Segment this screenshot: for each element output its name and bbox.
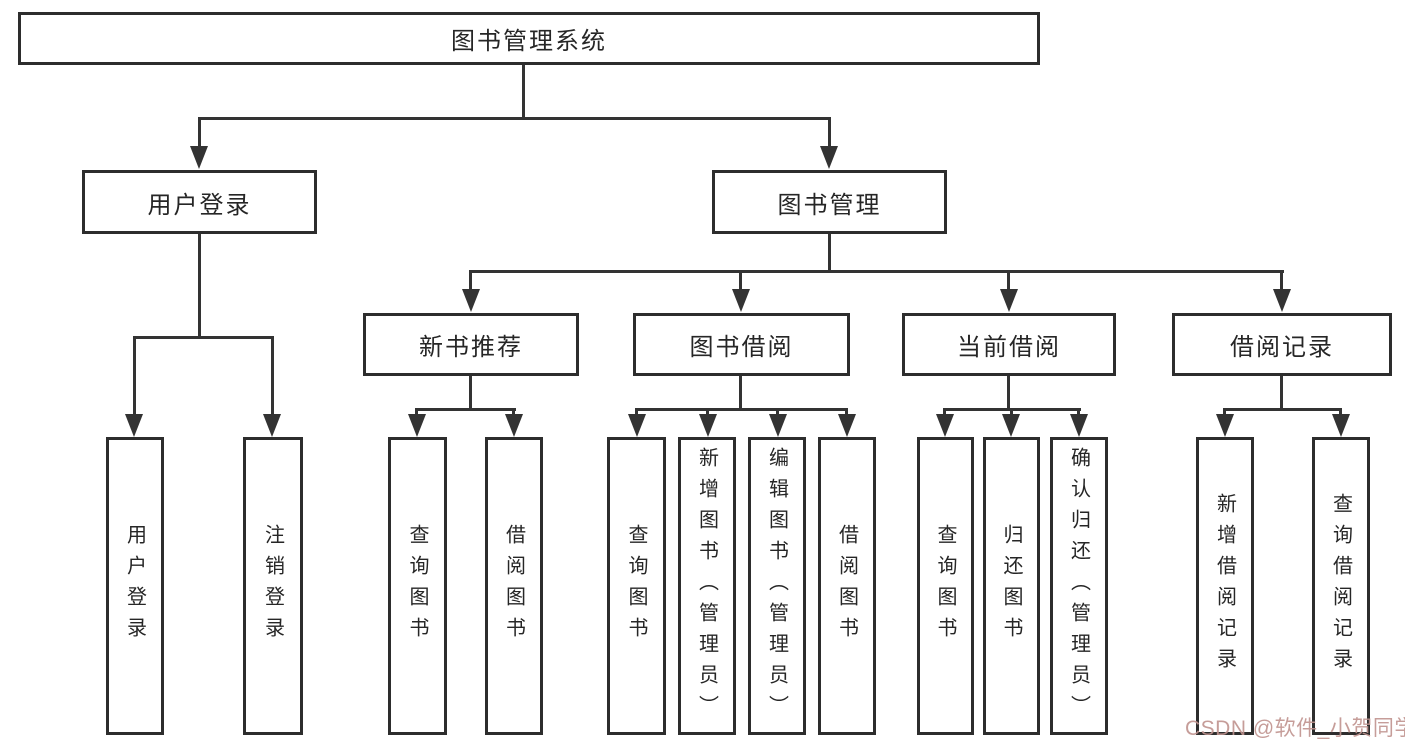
connector-stem-leaf [1223, 408, 1226, 418]
arrowhead-down-icon [263, 414, 281, 437]
arrowhead-down-icon [628, 414, 646, 437]
arrowhead-down-icon [125, 414, 143, 437]
connector-stem-leaf [415, 408, 418, 418]
leaf-newbook-borrow-books: 借阅图书 [485, 437, 543, 735]
leaf-borrow-add-books-admin-label: 新增图书（管理员） [695, 446, 718, 726]
arrowhead-down-icon [699, 414, 717, 437]
arrowhead-down-icon [936, 414, 954, 437]
node-book-borrow: 图书借阅 [633, 313, 850, 376]
connector-user-login-stem [198, 234, 201, 336]
connector-stem-book-management [828, 117, 831, 150]
leaf-borrow-query-books-label: 查询图书 [625, 524, 647, 648]
connector-new-book-bar [416, 408, 516, 411]
connector-stem-leaf [1010, 408, 1013, 418]
arrowhead-down-icon [1070, 414, 1088, 437]
connector-borrow-record-stem [1280, 376, 1283, 408]
leaf-newbook-query-books-label: 查询图书 [406, 524, 428, 648]
arrowhead-down-icon [190, 146, 208, 169]
arrowhead-down-icon [732, 289, 750, 312]
leaf-current-query-books-label: 查询图书 [934, 524, 956, 648]
leaf-borrow-borrow-books: 借阅图书 [818, 437, 876, 735]
leaf-newbook-borrow-books-label: 借阅图书 [502, 524, 525, 648]
leaf-record-query-borrow-record-label: 查询借阅记录 [1329, 493, 1352, 679]
connector-stem-leaf [271, 336, 274, 416]
connector-book-borrow-bar [636, 408, 848, 411]
node-book-borrow-label: 图书借阅 [689, 334, 794, 361]
arrowhead-down-icon [1002, 414, 1020, 437]
connector-stem-leaf [512, 408, 515, 418]
connector-stem-module [739, 270, 742, 292]
connector-book-management-bar [470, 270, 1284, 273]
arrowhead-down-icon [1216, 414, 1234, 437]
node-borrow-record-label: 借阅记录 [1230, 334, 1334, 361]
arrowhead-down-icon [408, 414, 426, 437]
leaf-borrow-edit-books-admin-label: 编辑图书（管理员） [765, 446, 788, 726]
leaf-newbook-query-books: 查询图书 [388, 437, 447, 735]
connector-root-bar [198, 117, 830, 120]
connector-book-management-stem [828, 234, 831, 270]
node-book-management-label: 图书管理 [777, 191, 882, 219]
leaf-current-query-books: 查询图书 [917, 437, 974, 735]
csdn-watermark: CSDN @软件_小贺同学 [1185, 717, 1405, 740]
node-new-book-recommend: 新书推荐 [363, 313, 579, 376]
leaf-borrow-borrow-books-label: 借阅图书 [835, 524, 858, 648]
connector-new-book-stem [469, 376, 472, 408]
arrowhead-down-icon [462, 289, 480, 312]
node-book-management: 图书管理 [712, 170, 947, 234]
connector-stem-leaf [1339, 408, 1342, 418]
connector-borrow-record-bar [1224, 408, 1342, 411]
connector-user-login-bar [133, 336, 274, 339]
node-current-borrow-label: 当前借阅 [957, 334, 1061, 361]
arrowhead-down-icon [1332, 414, 1350, 437]
connector-stem-user-login [198, 117, 201, 150]
connector-stem-leaf [706, 408, 709, 418]
leaf-current-return-books-label: 归还图书 [1000, 524, 1022, 648]
leaf-borrow-edit-books-admin: 编辑图书（管理员） [748, 437, 806, 735]
leaf-current-confirm-return-admin: 确认归还（管理员） [1050, 437, 1108, 735]
leaf-borrow-query-books: 查询图书 [607, 437, 666, 735]
leaf-record-query-borrow-record: 查询借阅记录 [1312, 437, 1370, 735]
leaf-user-login: 用户登录 [106, 437, 164, 735]
connector-current-borrow-stem [1007, 376, 1010, 408]
leaf-current-return-books: 归还图书 [983, 437, 1040, 735]
node-user-login: 用户登录 [82, 170, 317, 234]
node-current-borrow: 当前借阅 [902, 313, 1116, 376]
arrowhead-down-icon [838, 414, 856, 437]
arrowhead-down-icon [820, 146, 838, 169]
connector-stem-leaf [943, 408, 946, 418]
leaf-logout-label: 注销登录 [261, 524, 284, 648]
connector-stem-leaf [845, 408, 848, 418]
leaf-logout: 注销登录 [243, 437, 303, 735]
connector-book-borrow-stem [739, 376, 742, 408]
arrowhead-down-icon [1273, 289, 1291, 312]
connector-stem-leaf [1077, 408, 1080, 418]
arrowhead-down-icon [1000, 289, 1018, 312]
connector-stem-leaf [776, 408, 779, 418]
leaf-record-add-borrow-record: 新增借阅记录 [1196, 437, 1254, 735]
arrowhead-down-icon [769, 414, 787, 437]
connector-stem-module [1007, 270, 1010, 292]
connector-stem-leaf [133, 336, 136, 416]
leaf-current-confirm-return-admin-label: 确认归还（管理员） [1067, 446, 1090, 726]
node-root-label: 图书管理系统 [451, 28, 607, 55]
node-user-login-label: 用户登录 [147, 191, 252, 219]
connector-stem-module [469, 270, 472, 292]
node-root: 图书管理系统 [18, 12, 1040, 65]
arrowhead-down-icon [505, 414, 523, 437]
leaf-user-login-label: 用户登录 [123, 524, 146, 648]
connector-root-stem [522, 65, 525, 117]
node-borrow-record: 借阅记录 [1172, 313, 1392, 376]
connector-stem-leaf [635, 408, 638, 418]
leaf-borrow-add-books-admin: 新增图书（管理员） [678, 437, 736, 735]
connector-stem-module [1280, 270, 1283, 292]
node-new-book-recommend-label: 新书推荐 [419, 334, 523, 361]
leaf-record-add-borrow-record-label: 新增借阅记录 [1213, 493, 1236, 679]
